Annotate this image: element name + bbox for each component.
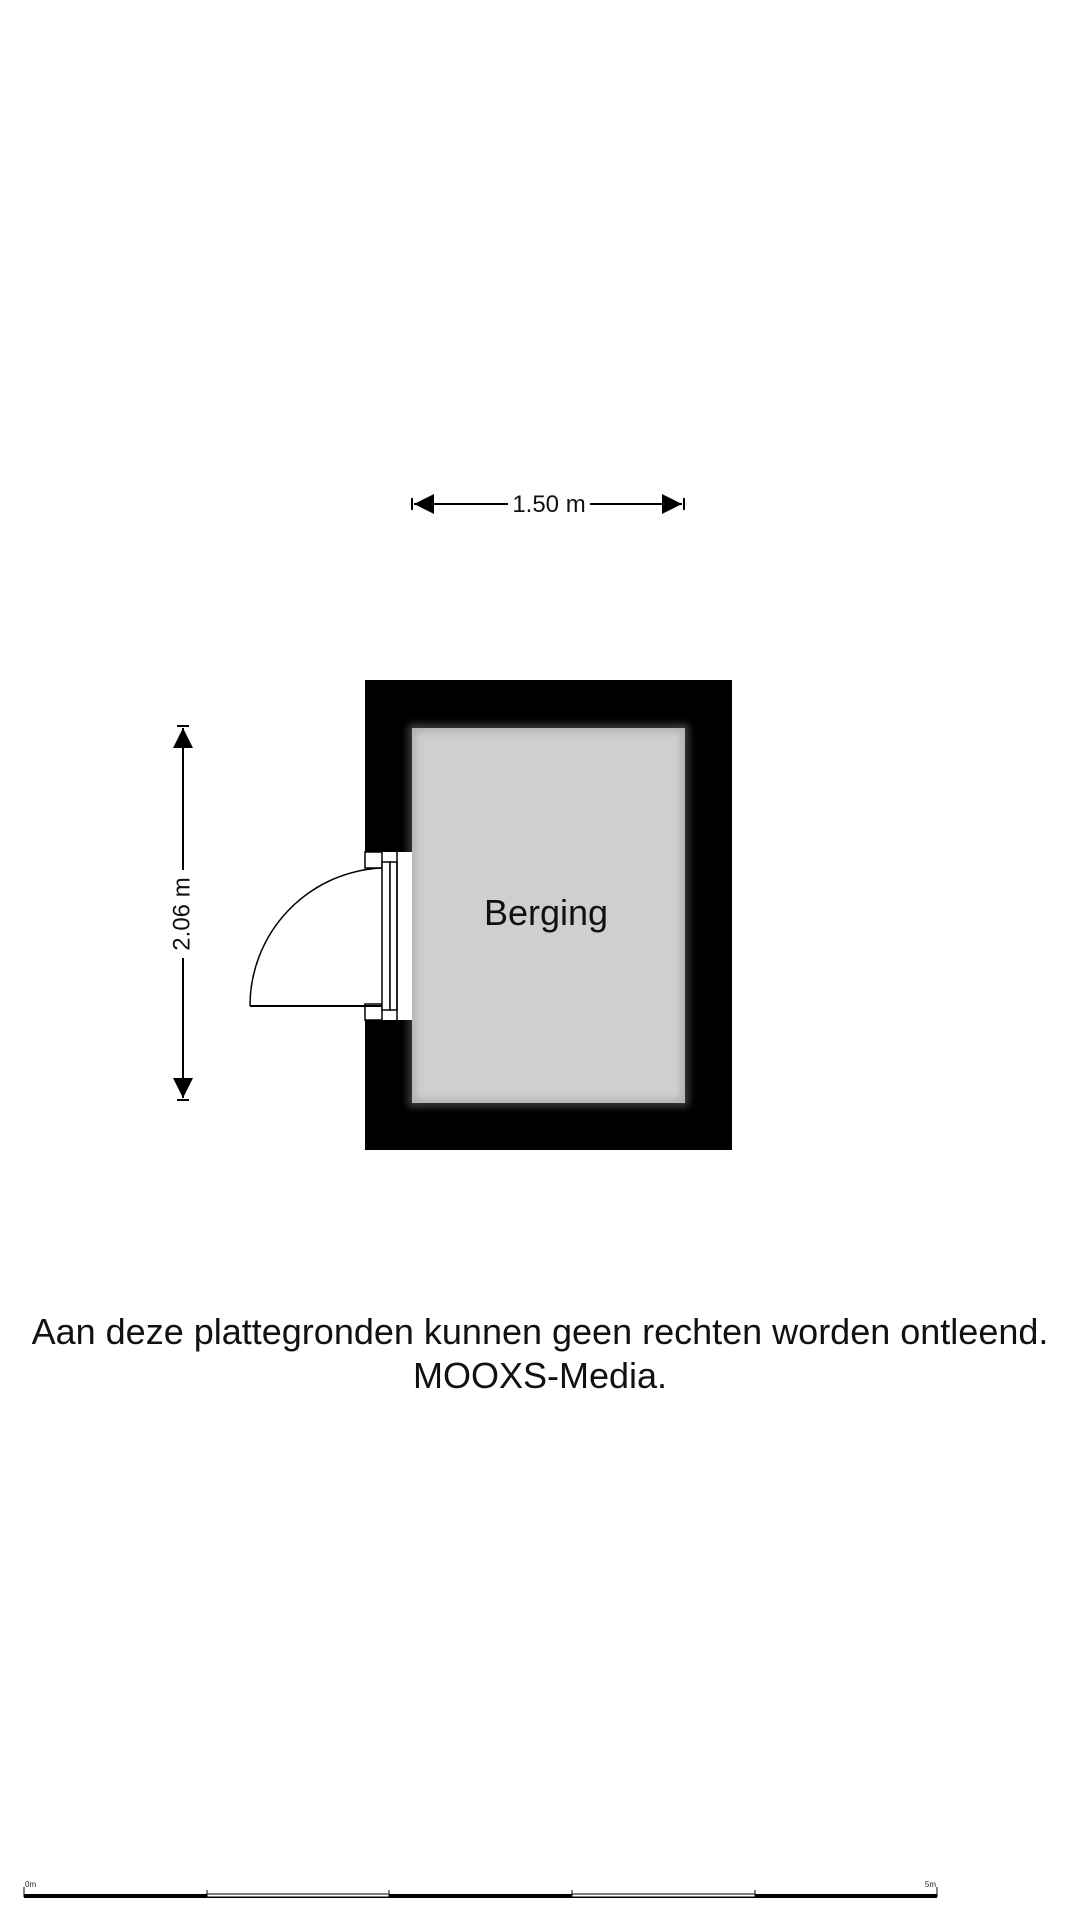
scale-bar: 0m 5m [23, 1880, 938, 1898]
room-label: Berging [484, 892, 608, 933]
scale-bar-end-label: 5m [925, 1880, 936, 1889]
scale-bar-start-label: 0m [25, 1880, 36, 1889]
door [249, 851, 412, 1021]
publisher-credit: MOOXS-Media. [412, 1355, 668, 1396]
width-dimension: 1.50 m [411, 491, 685, 518]
room-floor [409, 725, 688, 1106]
height-dimension: 2.06 m [168, 725, 195, 1101]
height-dimension-label: 2.06 m [168, 877, 195, 950]
width-dimension-label: 1.50 m [512, 491, 585, 518]
disclaimer-line: Aan deze plattegronden kunnen geen recht… [31, 1311, 1049, 1352]
disclaimer: Aan deze plattegronden kunnen geen recht… [0, 1310, 1080, 1398]
